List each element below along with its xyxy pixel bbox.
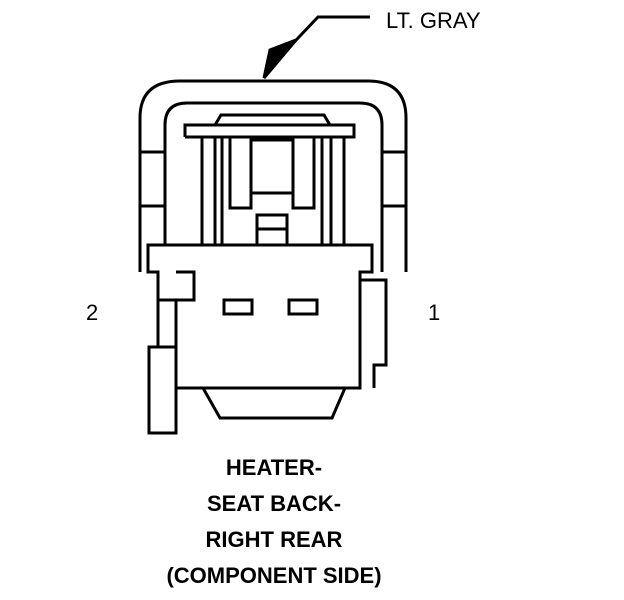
- caption-line-2: SEAT BACK-: [206, 491, 342, 516]
- leader-arrow: [262, 15, 370, 79]
- body-left-step: [176, 270, 196, 302]
- terminal-cavity-2: [222, 298, 254, 316]
- housing-inner-outline: [163, 101, 384, 272]
- connector-body: [146, 243, 374, 390]
- housing-ribs: [140, 150, 406, 208]
- caption-line-4: (COMPONENT SIDE): [166, 563, 382, 588]
- pin-label-2: 2: [86, 300, 99, 325]
- connector-caption: HEATER- SEAT BACK- RIGHT REAR (COMPONENT…: [124, 450, 424, 594]
- connector-housing: [138, 79, 408, 272]
- left-lock-tab: [147, 300, 178, 435]
- latch-assembly: [183, 113, 356, 247]
- pin-label-1: 1: [428, 300, 441, 325]
- color-label: LT. GRAY: [386, 8, 481, 33]
- caption-line-3: RIGHT REAR: [205, 527, 343, 552]
- connector-nose: [201, 387, 347, 420]
- right-key: [360, 278, 388, 388]
- caption-line-1: HEATER-: [225, 455, 323, 480]
- terminal-cavity-1: [287, 298, 319, 316]
